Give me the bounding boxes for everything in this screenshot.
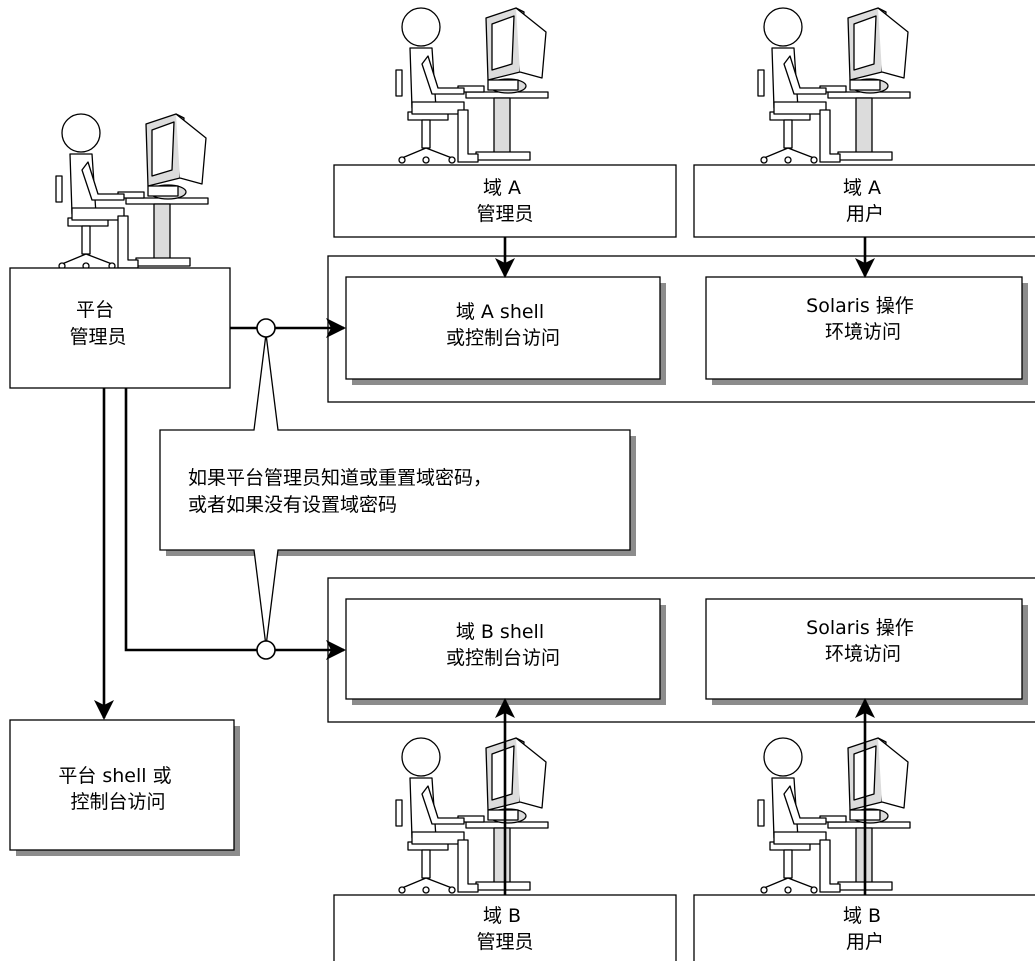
platform-shell-label: 平台 shell 或 控制台访问: [58, 765, 177, 813]
platform-shell-box: 平台 shell 或 控制台访问: [9, 719, 240, 856]
domain-a-shell-label: 域 A shell 或控制台访问: [446, 301, 560, 349]
domain-a-admin-figure: [395, 7, 549, 164]
domain-b-shell-box: 域 B shell 或控制台访问: [345, 598, 666, 705]
domain-a-admin-label: 域 A 管理员: [476, 177, 533, 225]
domain-a-admin-box: 域 A 管理员: [333, 164, 677, 238]
platform-admin-label: 平台 管理员: [69, 299, 126, 348]
domain-b-admin-label: 域 B 管理员: [476, 905, 533, 953]
domain-b-solaris-box: Solaris 操作 环境访问: [705, 598, 1028, 705]
person-at-computer-icon: [395, 737, 549, 894]
domain-b-admin-figure: [395, 737, 549, 894]
platform-admin-figure: [55, 113, 209, 270]
domain-b-user-figure: [757, 737, 911, 894]
person-at-computer-icon: [757, 7, 911, 164]
domain-a-user-box: 域 A 用户: [693, 164, 1035, 238]
domain-a-user-figure: [757, 7, 911, 164]
domain-a-solaris-label: Solaris 操作 环境访问: [806, 295, 920, 343]
domain-a-shell-box: 域 A shell 或控制台访问: [345, 276, 666, 385]
domain-b-shell-label: 域 B shell 或控制台访问: [446, 621, 560, 669]
domain-b-solaris-label: Solaris 操作 环境访问: [806, 617, 920, 665]
junction-domain-a: [256, 318, 276, 338]
person-at-computer-icon: [395, 7, 549, 164]
platform-admin-box: 平台 管理员: [9, 267, 231, 389]
condition-note-text: 如果平台管理员知道或重置域密码， 或者如果没有设置域密码: [188, 467, 498, 516]
domain-b-admin-box: 域 B 管理员: [333, 894, 677, 961]
domain-a-user-label: 域 A 用户: [843, 177, 887, 225]
domain-a-solaris-box: Solaris 操作 环境访问: [705, 276, 1028, 385]
person-at-computer-icon: [55, 113, 209, 270]
person-at-computer-icon: [757, 737, 911, 894]
domain-b-user-box: 域 B 用户: [693, 894, 1035, 961]
junction-domain-b: [256, 640, 276, 660]
domain-b-user-label: 域 B 用户: [843, 905, 887, 953]
condition-callout: 如果平台管理员知道或重置域密码， 或者如果没有设置域密码: [159, 318, 636, 660]
